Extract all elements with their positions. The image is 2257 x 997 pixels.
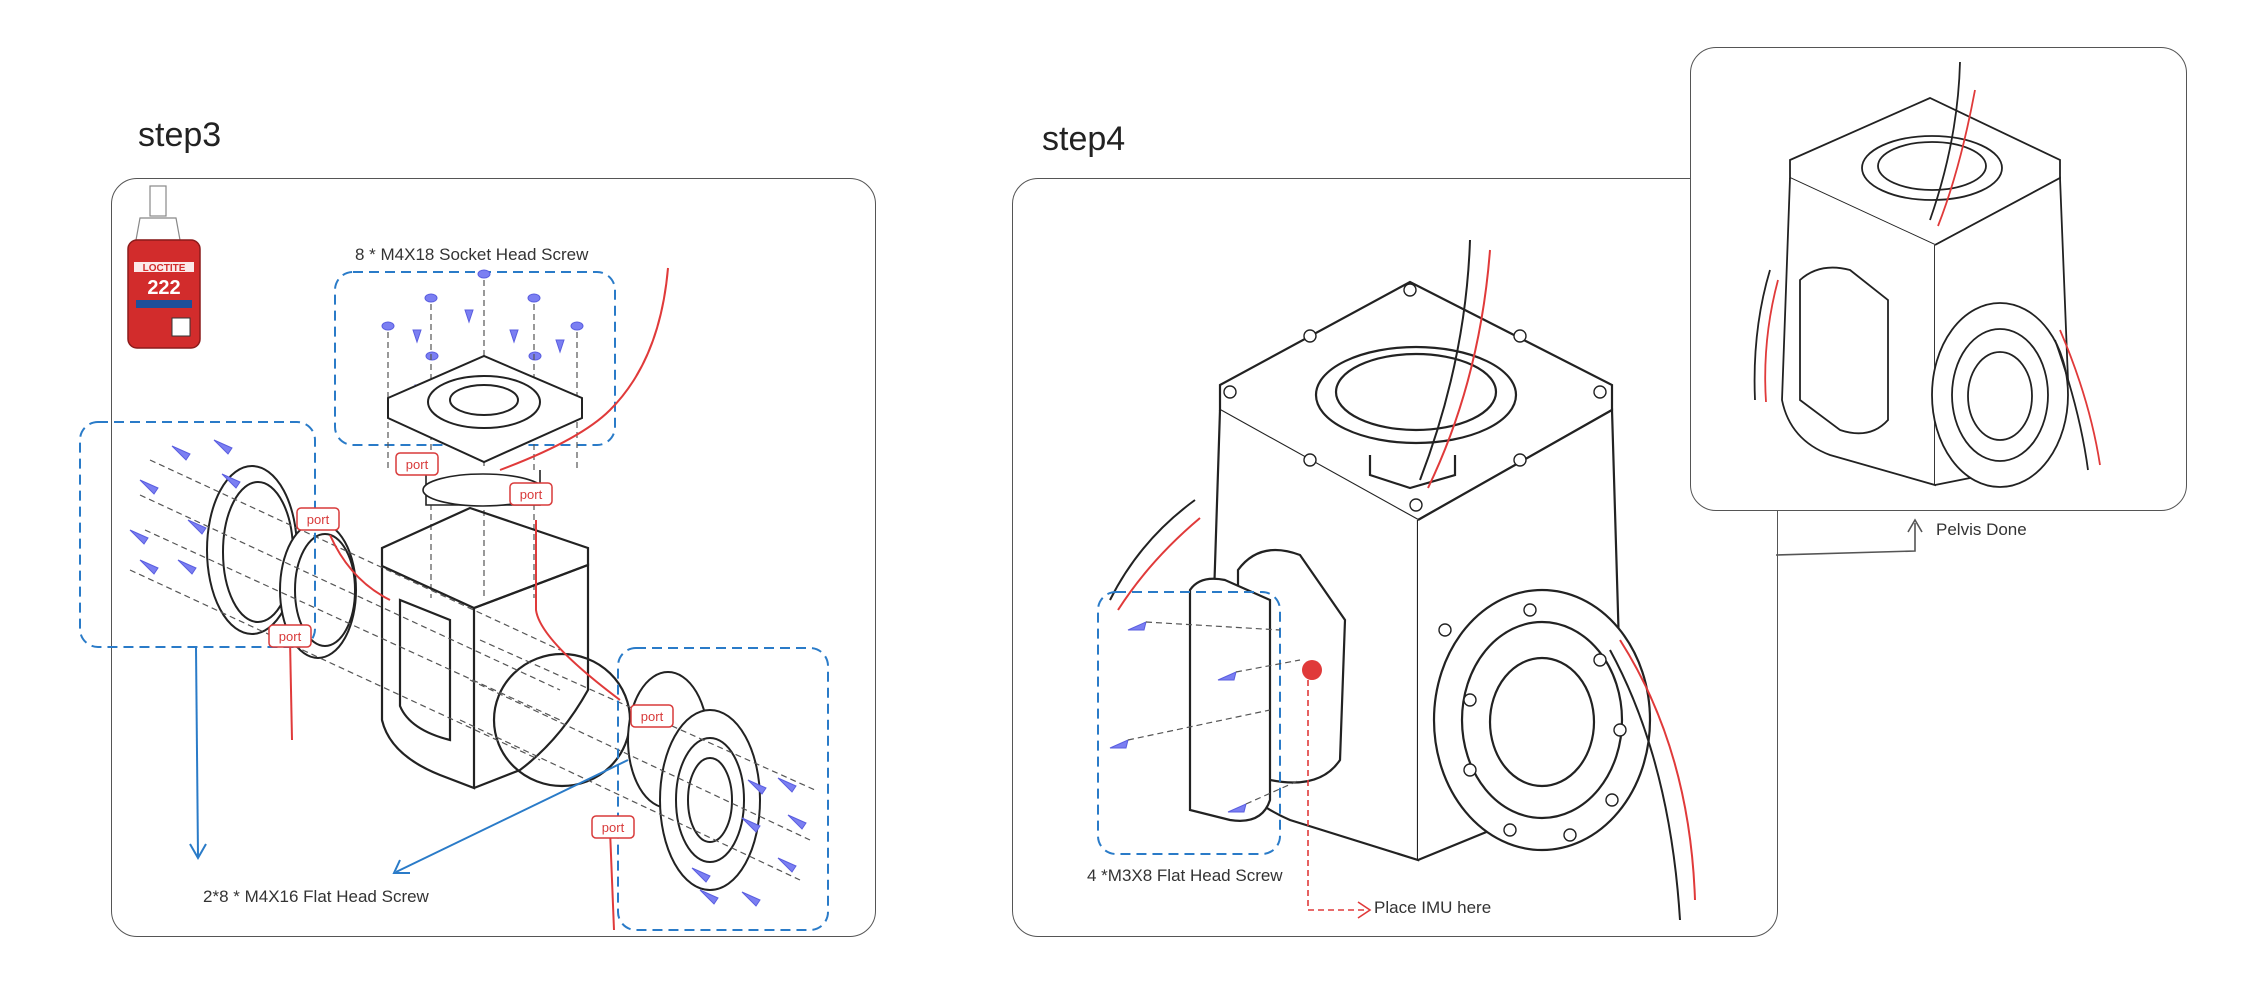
top-screws-group (334, 271, 616, 446)
imu-location-marker (1302, 660, 1322, 680)
threadlocker-bottle-icon (127, 185, 201, 349)
top-flange (387, 354, 583, 464)
wires-step4 (1109, 239, 1696, 921)
port-label: port (307, 512, 330, 527)
port-label: port (602, 820, 625, 835)
right-screw-icons (691, 777, 807, 907)
wires-finished (1753, 61, 2101, 471)
left-screws-group (79, 421, 316, 648)
port-label: port (406, 457, 429, 472)
imu-leader-arrow (1307, 680, 1368, 911)
step3-title: step3 (138, 116, 222, 154)
threadlocker-number: 222 (147, 277, 180, 299)
pelvis-done-caption: Pelvis Done (1936, 520, 2027, 539)
side-screws-caption: 2*8 * M4X16 Flat Head Screw (203, 887, 429, 906)
left-screw-icons (129, 439, 241, 575)
top-screws-caption: 8 * M4X18 Socket Head Screw (355, 245, 589, 264)
port-tags (268, 452, 674, 839)
pelvis-finished (1781, 97, 2069, 488)
cover-screws-group (1097, 591, 1281, 855)
port-label: port (641, 709, 664, 724)
result-arrow (1775, 518, 1923, 556)
threadlocker-brand: LOCTITE (143, 263, 186, 274)
port-label: port (279, 629, 302, 644)
cover-screws-caption: 4 *M3X8 Flat Head Screw (1087, 866, 1283, 885)
cover-screw-icons (1109, 621, 1247, 813)
top-bolts-step4 (1223, 283, 1627, 842)
wires-step3 (289, 267, 669, 931)
guide-arrows-step3 (189, 647, 629, 874)
port-label: port (520, 487, 543, 502)
left-flange (206, 465, 357, 659)
right-screws-group (617, 647, 829, 931)
imu-caption: Place IMU here (1374, 898, 1492, 917)
step4-title: step4 (1042, 120, 1126, 158)
